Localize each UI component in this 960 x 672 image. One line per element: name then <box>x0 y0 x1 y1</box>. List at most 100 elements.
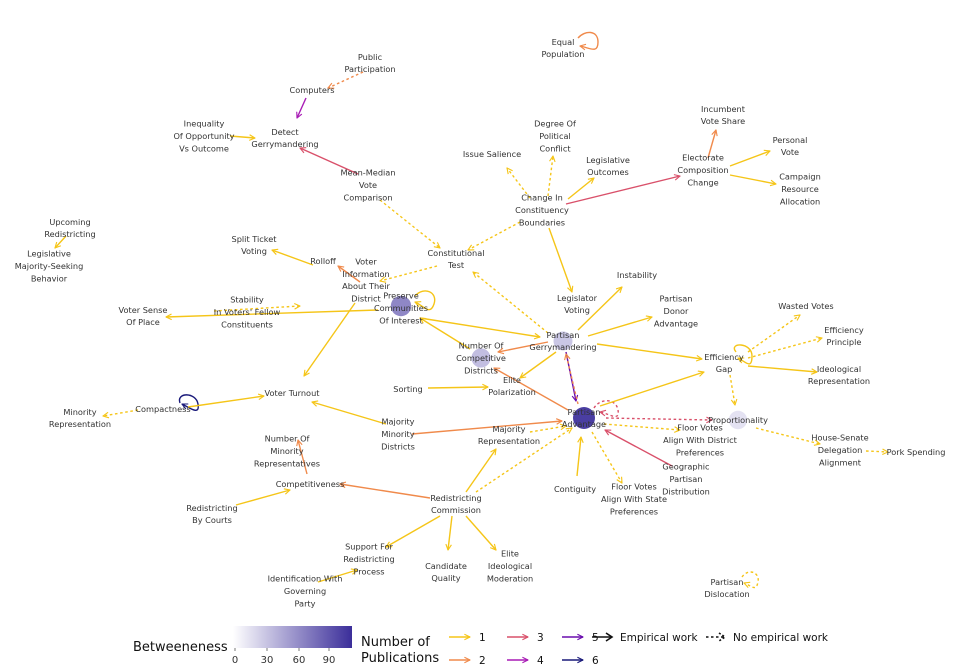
node-label-line: Advantage <box>562 419 606 429</box>
node-label-line: Commission <box>431 505 481 515</box>
edge-partisan-adv-to-proportionality <box>605 418 712 420</box>
edge-partisan-adv-to-partisan-gerry <box>566 354 579 405</box>
node-label-line: Partisan <box>547 330 580 340</box>
edge-partisan-disloc-to-partisan-disloc <box>741 571 759 589</box>
node-label-line: Majority <box>492 424 525 434</box>
node-label-line: Constituents <box>221 319 273 329</box>
edge-efficiency-gap-to-efficiency-gap <box>733 344 753 365</box>
node-label-line: Voting <box>564 305 590 315</box>
node-label-line: Information <box>342 269 389 279</box>
node-label-line: Inequality <box>184 119 225 129</box>
node-label-line: Allocation <box>780 196 820 206</box>
edge-id-governing-to-support-process <box>317 570 357 583</box>
node-label-line: Stability <box>230 295 264 305</box>
node-label-line: Geographic <box>662 462 709 472</box>
node-label-line: Boundaries <box>519 217 565 227</box>
node-issue-sal: Issue Salience <box>463 149 521 159</box>
edge-public-part-to-computers <box>328 71 364 88</box>
node-label-line: Moderation <box>487 573 533 583</box>
node-label-line: About Their <box>342 281 390 291</box>
node-label-line: Gerrymandering <box>529 342 596 352</box>
edge-competitive-districts-to-preserve <box>420 318 471 350</box>
publication-key-label: 6 <box>592 655 599 667</box>
node-label-line: Equal <box>552 37 575 47</box>
edge-by-courts-to-competitiveness <box>235 490 290 506</box>
node-label-line: Align With District <box>663 435 738 445</box>
node-label-line: Comparison <box>343 192 392 202</box>
node-label-line: Quality <box>431 573 460 583</box>
node-label-line: Legislator <box>557 293 598 303</box>
node-label-line: Split Ticket <box>232 234 278 244</box>
node-contiguity: Contiguity <box>554 484 596 494</box>
edge-change-const-to-leg-outcomes <box>567 178 594 200</box>
node-label-line: Minority <box>63 407 96 417</box>
edge-redistricting-comm-to-elite-ideo <box>465 515 496 550</box>
node-label-line: Pork Spending <box>887 447 946 457</box>
node-label-line: Vote <box>359 180 377 190</box>
node-label-line: Process <box>353 566 384 576</box>
node-label-line: Voter <box>355 256 377 266</box>
edge-compactness-to-voter-turnout <box>187 396 264 408</box>
betweenness-bubble-preserve <box>390 295 412 317</box>
node-label-line: Of Interest <box>379 315 423 325</box>
edge-partisan-gerry-to-efficiency-gap <box>596 343 702 359</box>
node-label-line: District <box>351 294 381 304</box>
node-label-line: Voter Turnout <box>265 388 321 398</box>
node-label-line: Preserve <box>383 291 419 301</box>
edge-rolloff-to-split-ticket <box>272 250 314 266</box>
node-label-line: Contiguity <box>554 484 596 494</box>
node-computers: Computers <box>290 85 335 95</box>
node-label-line: Redistricting <box>44 229 95 239</box>
edge-change-const-to-issue-sal <box>507 168 531 199</box>
empirical-label: Empirical work <box>620 632 698 644</box>
node-label-line: Vote Share <box>701 116 745 126</box>
node-label-line: Proportionality <box>708 415 768 425</box>
betweenness-tick: 60 <box>293 655 306 666</box>
node-label-line: Redistricting <box>186 503 237 513</box>
node-label-line: Distribution <box>662 486 710 496</box>
betweenness-bubble-proportionality <box>728 410 748 430</box>
node-label-line: Electorate <box>682 153 724 163</box>
node-label-line: Elite <box>501 549 519 559</box>
node-label-line: Floor Votes <box>611 482 656 492</box>
edge-equal-pop-to-equal-pop <box>577 31 599 49</box>
node-label-line: Change <box>687 177 718 187</box>
edge-layer <box>55 31 888 589</box>
edge-preserve-to-partisan-gerry <box>419 317 540 337</box>
edge-upcoming-to-leg-majority <box>55 235 67 248</box>
node-label-line: Partisan <box>568 407 601 417</box>
betweenness-bubble-partisan-gerry <box>553 331 573 351</box>
node-label-line: Representatives <box>254 458 320 468</box>
node-sorting: Sorting <box>393 384 422 394</box>
node-label-line: Legislative <box>586 155 630 165</box>
edge-redistricting-comm-to-majority-rep <box>465 449 496 493</box>
node-label-line: Delegation <box>818 445 863 455</box>
node-label-line: Communities <box>374 303 428 313</box>
node-label-line: Minority <box>381 429 414 439</box>
node-label-line: Constitutional <box>427 248 484 258</box>
